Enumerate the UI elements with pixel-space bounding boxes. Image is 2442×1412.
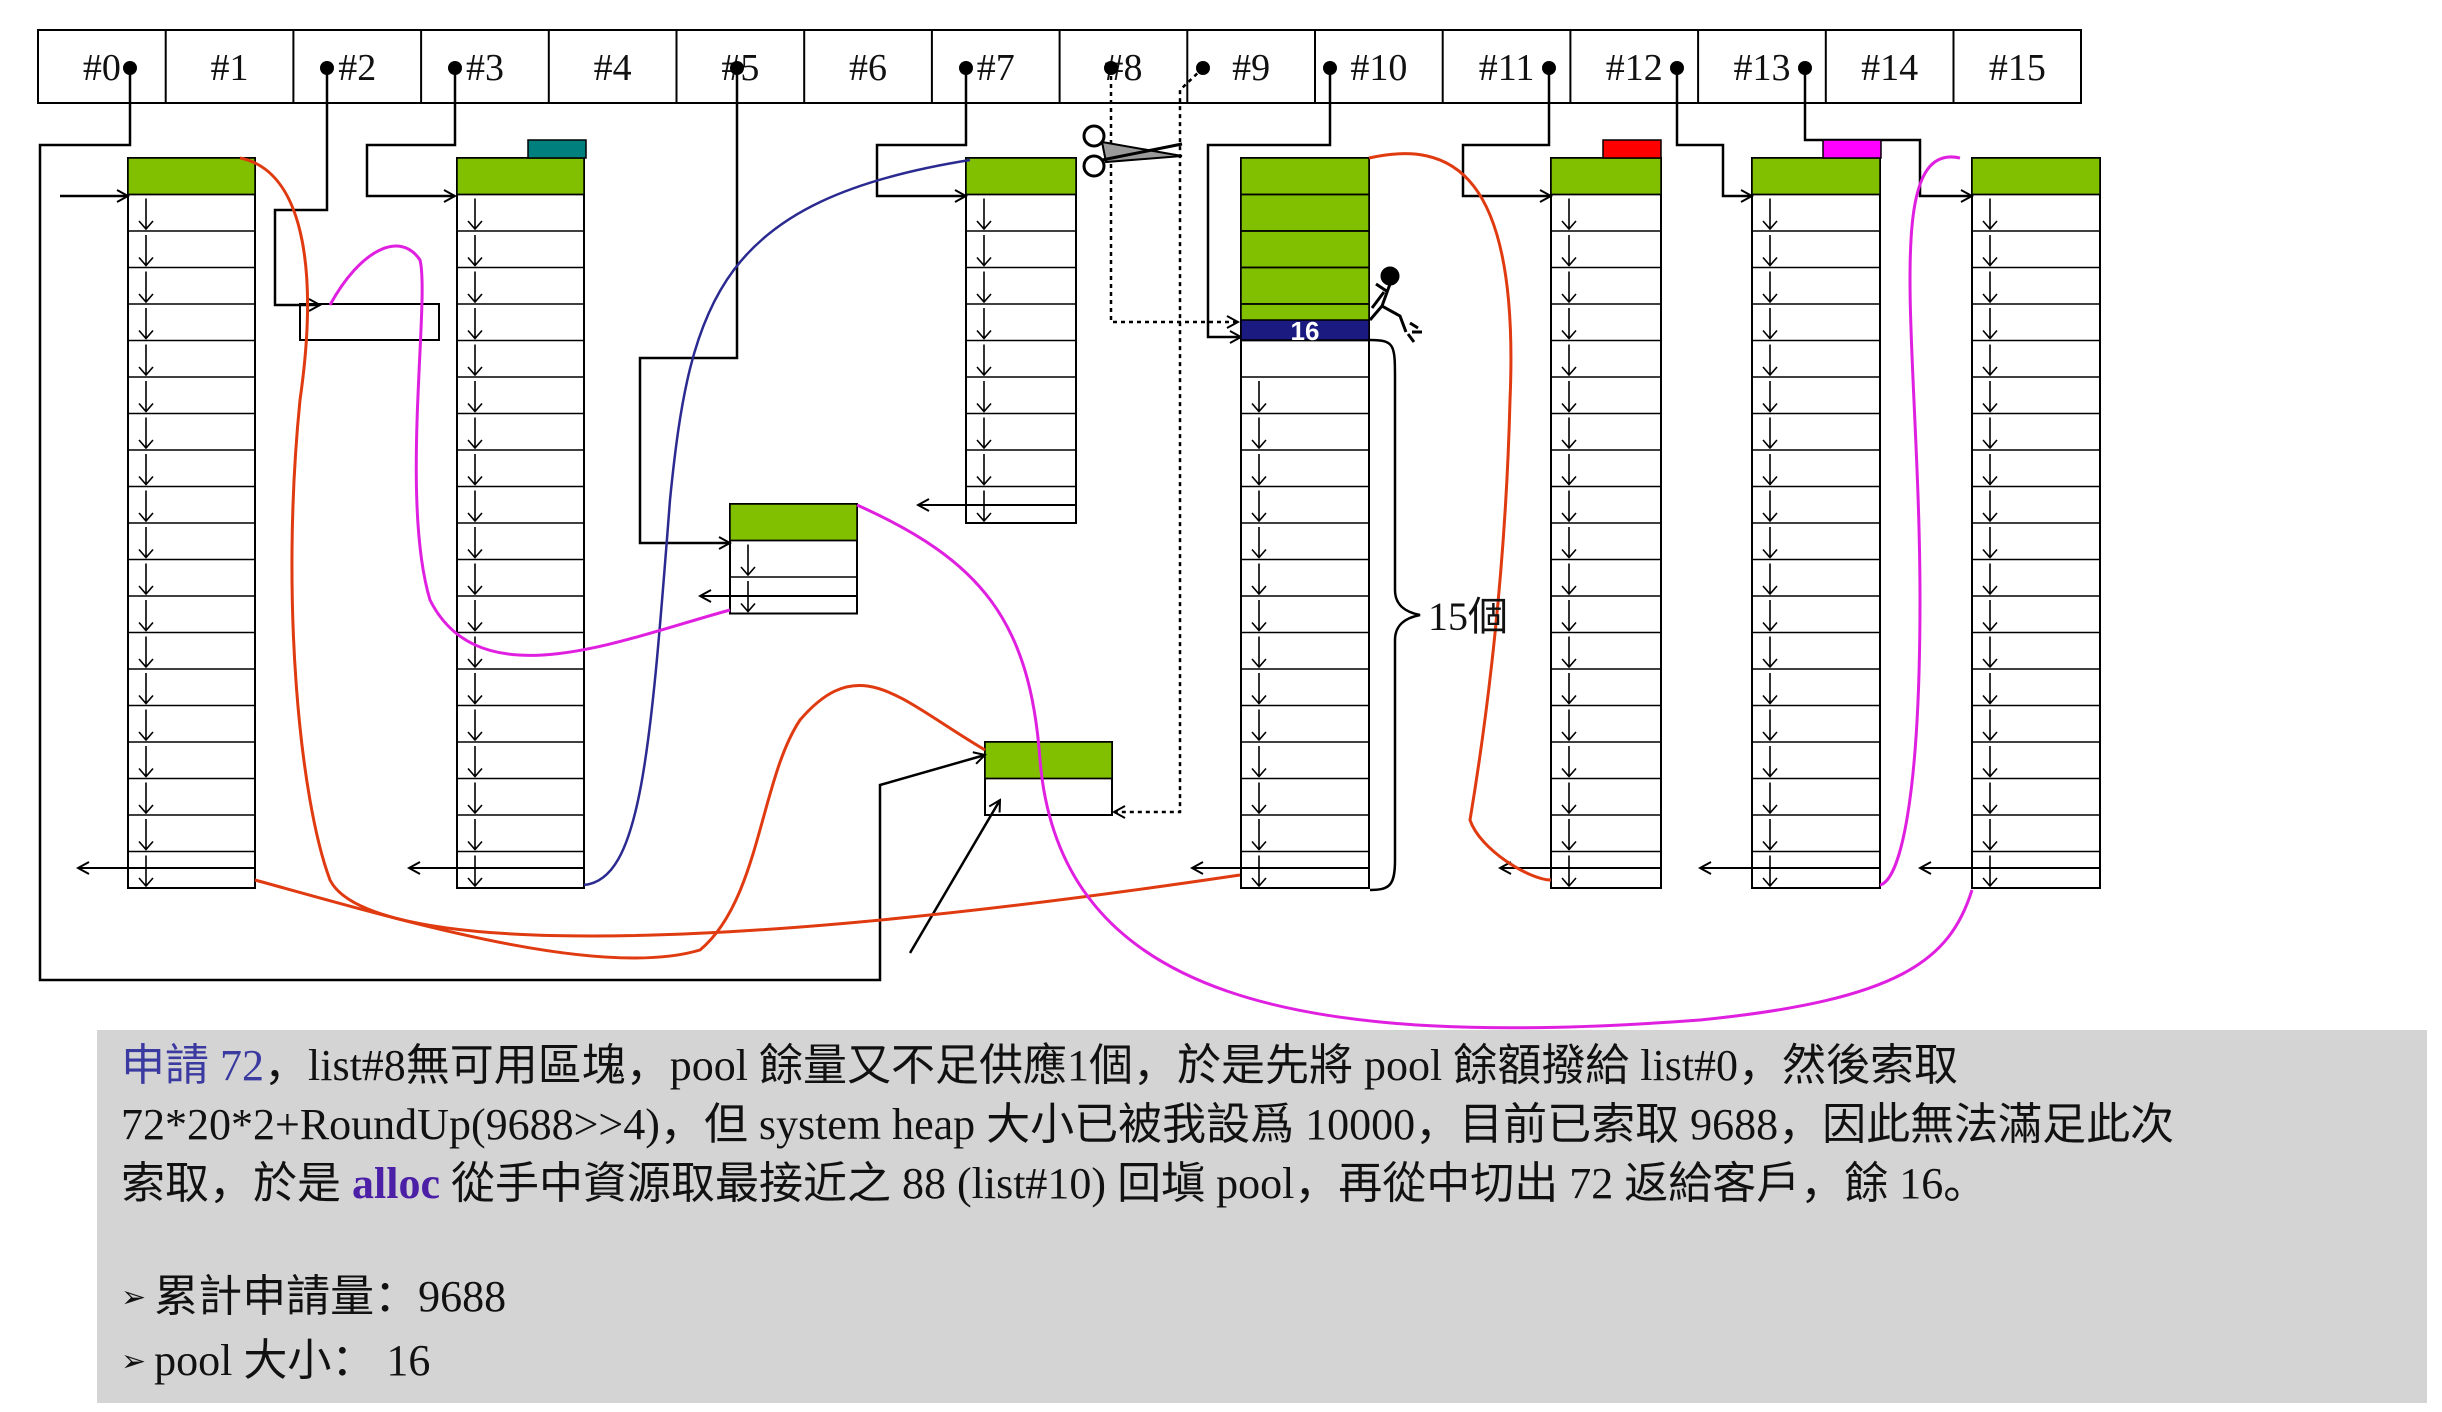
pointer-slot-7: [875, 68, 966, 196]
slot-9: #9: [1232, 47, 1270, 89]
caption-line-3: 索取，於是 alloc 從手中資源取最接近之 88 (list#10) 回塡 p…: [121, 1154, 2403, 1213]
count-label: 15個: [1428, 594, 1508, 639]
pool-remainder-block: [1240, 319, 1370, 341]
chunk-pool-moved: [984, 741, 1113, 816]
slot-11: #11: [1479, 47, 1535, 89]
caption-text-2: 72*20*2+RoundUp(9688>>4)，但 system heap 大…: [121, 1100, 2175, 1149]
link-magenta-2: [856, 503, 1974, 1030]
list-2-node: [299, 303, 440, 341]
chunk-list-12: [1550, 157, 1662, 889]
count-brace: [1369, 338, 1421, 892]
link-blue-1: [583, 158, 971, 887]
bullet-pool-size: pool 大小： 16: [121, 1331, 2403, 1395]
tab-teal: [527, 139, 587, 159]
chunk-list-5: [729, 503, 858, 615]
slot-0: #0: [83, 47, 121, 89]
slot-2: #2: [338, 47, 376, 89]
scissors-icon: [1082, 124, 1183, 178]
pointer-slot-5: [638, 68, 739, 543]
pointer-slot-11: [1461, 68, 1551, 196]
pointer-slot-10: [1206, 68, 1332, 337]
caption-panel: 申請 72，list#8無可用區塊，pool 餘量又不足供應1個，於是先將 po…: [97, 1030, 2427, 1403]
slot-10: #10: [1350, 47, 1407, 89]
chunk-list-0: [127, 157, 256, 889]
caption-line-2: 72*20*2+RoundUp(9688>>4)，但 system heap 大…: [121, 1095, 2403, 1154]
link-magenta-3: [1879, 155, 1961, 887]
tab-red: [1602, 139, 1662, 159]
slot-14: #14: [1861, 47, 1918, 89]
pointer-return-pool: [908, 800, 1002, 954]
dotted-pointer-slot-8: [1109, 68, 1238, 322]
caption-text-1: ，list#8無可用區塊，pool 餘量又不足供應1個，於是先將 pool 餘額…: [264, 1041, 1959, 1090]
chunk-list-7: [965, 157, 1077, 524]
chunk-list-3: [456, 157, 585, 889]
dotted-pointer-slot-9: [1114, 67, 1204, 812]
pointer-slot-0: [38, 68, 985, 982]
slot-1: #1: [211, 47, 249, 89]
link-orange-1: [239, 156, 1241, 938]
slot-7: #7: [977, 47, 1015, 89]
tab-magenta: [1822, 139, 1882, 159]
chunk-list-13: [1751, 157, 1881, 889]
link-orange-2: [254, 684, 986, 960]
caption-text-3a: 索取，於是: [121, 1159, 352, 1208]
caption-line-1: 申請 72，list#8無可用區塊，pool 餘量又不足供應1個，於是先將 po…: [121, 1036, 2403, 1095]
free-list-array: #0#1#2#3#4#5#6#7#8#9#10#11#12#13#14#15: [37, 29, 2082, 104]
slot-15: #15: [1989, 47, 2046, 89]
slot-6: #6: [849, 47, 887, 89]
pointer-slot-2: [273, 68, 329, 305]
alloc-keyword: alloc: [352, 1159, 440, 1208]
bullet-total-requested: 累計申請量：9688: [121, 1267, 2403, 1331]
pointer-slot-12: [1675, 68, 1752, 196]
request-highlight: 申請 72: [121, 1041, 264, 1090]
pool-remainder-label: 16: [1291, 316, 1320, 346]
caption-text-3b: 從手中資源取最接近之 88 (list#10) 回塡 pool，再從中切出 72…: [439, 1159, 1988, 1208]
chunk-list-10: [1240, 157, 1370, 889]
slot-4: #4: [594, 47, 632, 89]
slot-12: #12: [1606, 47, 1663, 89]
slot-3: #3: [466, 47, 504, 89]
link-orange-3: [1368, 152, 1552, 882]
pointer-slot-13: [1803, 68, 1972, 196]
slot-13: #13: [1733, 47, 1790, 89]
pointer-slot-3: [365, 68, 455, 196]
person-pushing-icon: [1368, 266, 1422, 343]
chunk-list-15: [1971, 157, 2101, 889]
link-magenta-1: [328, 244, 731, 657]
